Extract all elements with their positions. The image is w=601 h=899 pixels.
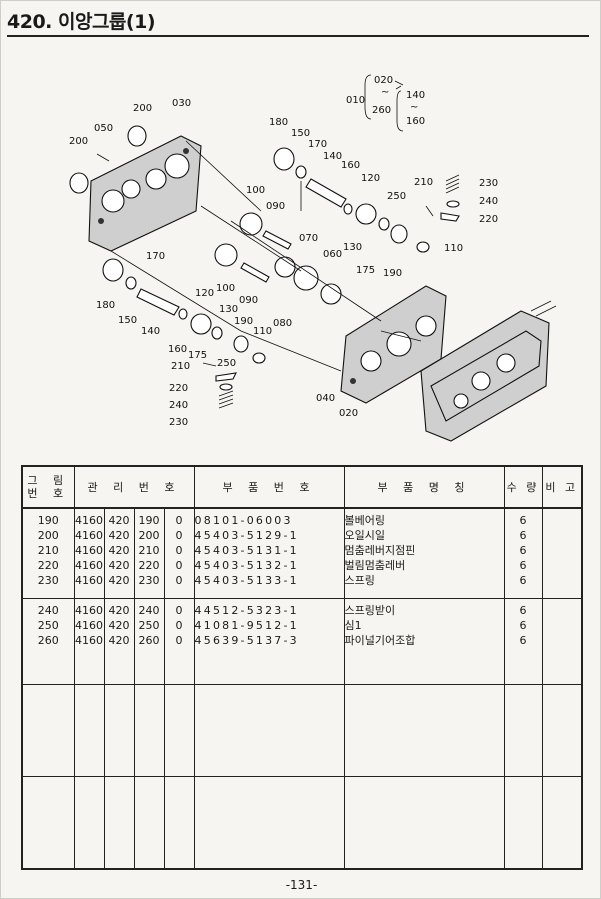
callout-100b: 100 <box>216 283 235 294</box>
col-m2: 420 420 420 420 420 <box>103 508 135 599</box>
col-qty: 6 6 6 6 6 <box>503 508 543 599</box>
callout-200: 200 <box>133 103 152 114</box>
header-qty: 수 량 <box>503 465 543 509</box>
bracket-tilde-2: ~ <box>410 102 418 113</box>
callout-160b: 160 <box>168 344 187 355</box>
bracket-tilde-1: ~ <box>381 87 389 98</box>
callout-150: 150 <box>291 128 310 139</box>
callout-120b: 120 <box>195 288 214 299</box>
col-part-no: 08101-06003 45403-5129-1 45403-5131-1 45… <box>193 508 345 599</box>
callout-080: 080 <box>273 318 292 329</box>
table-row-empty-1 <box>21 684 583 778</box>
callout-210: 210 <box>414 177 433 188</box>
header-remarks: 비 고 <box>541 465 583 509</box>
header-fig-no: 그 림 번 호 <box>21 465 75 509</box>
range-bracket: 010 020 ~ 260 140 ~ 160 <box>346 74 425 132</box>
callout-150b: 150 <box>118 315 137 326</box>
callout-230b: 230 <box>169 417 188 428</box>
callout-140: 140 <box>323 151 342 162</box>
callout-250b: 250 <box>217 358 236 369</box>
right-gear-case <box>340 285 447 404</box>
callout-030: 030 <box>172 98 191 109</box>
header-mgmt-no: 관 리 번 호 <box>73 465 195 509</box>
callout-090: 090 <box>266 201 285 212</box>
col-m4: 0 0 0 0 0 <box>163 508 195 599</box>
callout-050: 050 <box>94 123 113 134</box>
callout-130: 130 <box>343 242 362 253</box>
callout-130b: 130 <box>219 304 238 315</box>
left-gear-case <box>88 135 202 252</box>
callout-120: 120 <box>361 173 380 184</box>
callout-190b: 190 <box>234 316 253 327</box>
callout-140b: 140 <box>141 326 160 337</box>
assembled-view <box>420 300 557 442</box>
callout-100: 100 <box>246 185 265 196</box>
col-m1: 4160 4160 4160 4160 4160 <box>73 508 105 599</box>
table-row-group-2: 240 250 260 4160 4160 4160 420 420 420 2… <box>21 598 583 685</box>
callout-240: 240 <box>479 196 498 207</box>
callout-180: 180 <box>269 117 288 128</box>
col-part-name: 볼베어링 오일시일 멈춤레버지점핀 벌림멈춤레버 스프링 <box>343 508 505 599</box>
col-fig: 190 200 210 220 230 <box>21 508 75 599</box>
callout-020: 020 <box>339 408 358 419</box>
table-row-empty-2 <box>21 776 583 869</box>
callout-140-top: 140 <box>406 90 425 101</box>
callout-110b: 110 <box>253 326 272 337</box>
callout-260-top: 260 <box>372 105 391 116</box>
callout-040: 040 <box>316 393 335 404</box>
callout-180b: 180 <box>96 300 115 311</box>
callout-170: 170 <box>308 139 327 150</box>
parts-table: 그 림 번 호 관 리 번 호 부 품 번 호 부 품 명 칭 수 량 비 고 … <box>21 465 584 870</box>
oil-seal-200-left <box>69 172 89 194</box>
col-remarks <box>541 508 583 599</box>
callout-175: 175 <box>356 265 375 276</box>
callout-160-top: 160 <box>406 116 425 127</box>
callout-250: 250 <box>387 191 406 202</box>
callout-020-top: 020 <box>374 75 393 86</box>
page-number: -131- <box>285 878 318 892</box>
table-row-group-1: 190 200 210 220 230 4160 4160 4160 4160 … <box>21 508 583 599</box>
callout-090b: 090 <box>239 295 258 306</box>
header-part-name: 부 품 명 칭 <box>343 465 505 509</box>
callout-170b: 170 <box>146 251 165 262</box>
oil-seal-200-top <box>127 125 147 147</box>
header-part-no: 부 품 번 호 <box>193 465 345 509</box>
callout-010: 010 <box>346 95 365 106</box>
title-rule <box>7 35 589 37</box>
callout-240b: 240 <box>169 400 188 411</box>
callout-230: 230 <box>479 178 498 189</box>
table-header-row: 그 림 번 호 관 리 번 호 부 품 번 호 부 품 명 칭 수 량 비 고 <box>21 465 583 509</box>
callout-110: 110 <box>444 243 463 254</box>
exploded-parts-diagram: 010 020 ~ 260 140 ~ 160 <box>69 74 557 442</box>
callout-060: 060 <box>323 249 342 260</box>
callout-210b: 210 <box>171 361 190 372</box>
callout-220: 220 <box>479 214 498 225</box>
bearing-180-bottom <box>102 258 124 282</box>
page-title: 420. 이앙그룹(1) <box>7 11 156 33</box>
callout-175b: 175 <box>188 350 207 361</box>
bearing-180-top <box>273 147 295 171</box>
callout-190: 190 <box>383 268 402 279</box>
callout-070: 070 <box>299 233 318 244</box>
callout-200b: 200 <box>69 136 88 147</box>
col-m3: 190 200 210 220 230 <box>133 508 165 599</box>
callout-160: 160 <box>341 160 360 171</box>
callout-220b: 220 <box>169 383 188 394</box>
